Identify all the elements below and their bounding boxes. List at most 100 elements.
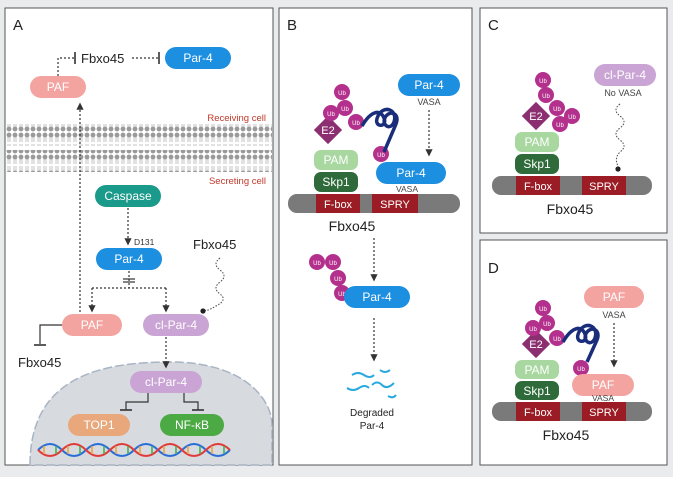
svg-text:Ub: Ub — [313, 261, 321, 267]
receiving-cell-label: Receiving cell — [207, 113, 266, 124]
svg-text:Ub: Ub — [377, 153, 385, 159]
fbxo45-squiggle — [203, 257, 225, 312]
b-par4-ub-label: Par-4 — [362, 290, 392, 304]
b-spry-label: SPRY — [380, 199, 410, 211]
svg-text:Ub: Ub — [553, 337, 561, 343]
nfkb-label: NF-κB — [175, 418, 209, 432]
svg-text:Ub: Ub — [338, 292, 346, 298]
c-e2 — [521, 101, 551, 131]
paf-receiving-node — [30, 76, 86, 98]
d131-label: D131 — [134, 237, 155, 247]
b-skp1-label: Skp1 — [322, 175, 350, 189]
top1-node — [68, 414, 130, 436]
svg-text:Ub: Ub — [556, 123, 564, 129]
fbxo45-free-label: Fbxo45 — [193, 237, 236, 252]
clpar4-node — [143, 314, 209, 336]
paf-secreted-node — [62, 314, 122, 336]
secreting-cell-label: Secreting cell — [209, 176, 266, 187]
d-ub-chain: Ub Ub Ub Ub Ub — [525, 300, 589, 376]
clpar4-nucleus-label: cl-Par-4 — [145, 375, 187, 389]
svg-text:Ub: Ub — [553, 107, 561, 113]
c-clpar4 — [594, 64, 656, 86]
caspase-label: Caspase — [104, 189, 152, 203]
b-pam-label: PAM — [323, 153, 348, 167]
c-clpar4-label: cl-Par-4 — [604, 68, 646, 82]
d-paf-bound — [572, 374, 634, 396]
paf-receiving-label: PAF — [47, 80, 69, 94]
par4-top-label: Par-4 — [183, 51, 213, 65]
d-skp1-label: Skp1 — [523, 384, 551, 398]
d-fbxo45-label: Fbxo45 — [543, 427, 590, 443]
panel-c: C F-box SPRY Fbxo45 Skp1 PAM E2 Ub Ub Ub… — [479, 7, 668, 234]
d-pam-label: PAM — [524, 363, 549, 377]
b-fbox-label: F-box — [324, 199, 353, 211]
c-fbox-label: F-box — [524, 181, 553, 193]
panel-d-label: D — [488, 260, 499, 277]
svg-text:Ub: Ub — [327, 112, 335, 118]
b-fbxo45-label: Fbxo45 — [329, 218, 376, 234]
b-vasa-bound-label: VASA — [396, 184, 418, 194]
c-pam — [515, 132, 559, 152]
svg-text:Ub: Ub — [542, 94, 550, 100]
b-pam — [314, 150, 358, 170]
panel-d: D F-box SPRY Fbxo45 Skp1 PAM E2 Ub Ub Ub… — [479, 239, 668, 466]
c-ub-chain: Ub Ub Ub Ub Ub — [535, 72, 580, 132]
fbxo45-top-label: Fbxo45 — [81, 51, 124, 66]
c-fbox — [516, 176, 560, 195]
svg-text:Ub: Ub — [543, 322, 551, 328]
c-e2-label: E2 — [529, 111, 542, 123]
nucleus — [29, 361, 273, 466]
panel-b-label: B — [287, 17, 297, 34]
b-par4-free — [398, 74, 460, 96]
paf-secreted-label: PAF — [81, 318, 103, 332]
b-degraded-fragments — [346, 369, 397, 399]
nfkb-node — [160, 414, 224, 436]
c-skp1-label: Skp1 — [523, 157, 551, 171]
svg-text:Ub: Ub — [341, 107, 349, 113]
b-degraded-par4-label: Par-4 — [360, 421, 385, 432]
par4-mid-node — [96, 248, 162, 270]
svg-text:Ub: Ub — [539, 307, 547, 313]
top1-label: TOP1 — [83, 418, 114, 432]
svg-text:Ub: Ub — [529, 327, 537, 333]
panel-a: A Receiving cell Secreting cell PAF Fbxo… — [4, 7, 274, 466]
b-vasa-free-label: VASA — [417, 97, 440, 107]
svg-text:Ub: Ub — [329, 261, 337, 267]
d-vasa-bound-label: VASA — [592, 393, 614, 403]
clpar4-label: cl-Par-4 — [155, 318, 197, 332]
par4-top-node — [165, 47, 231, 69]
d-spry-label: SPRY — [589, 407, 619, 419]
d-skp1 — [515, 381, 559, 400]
par4-mid-label: Par-4 — [114, 252, 144, 266]
svg-text:Ub: Ub — [568, 115, 576, 121]
c-pam-label: PAM — [524, 135, 549, 149]
b-par4-bound-label: Par-4 — [396, 166, 426, 180]
b-degraded-label: Degraded — [350, 408, 394, 419]
svg-text:Ub: Ub — [539, 79, 547, 85]
svg-text:Ub: Ub — [338, 91, 346, 97]
c-spry — [582, 176, 626, 195]
d-vasa-free-label: VASA — [602, 310, 625, 320]
d-paf-free — [584, 286, 644, 308]
d-pam — [515, 360, 559, 379]
d-e2-label: E2 — [529, 339, 542, 351]
svg-text:Ub: Ub — [352, 121, 360, 127]
panel-c-label: C — [488, 17, 499, 34]
d-spry — [582, 402, 626, 421]
fbxo45-bottom-label: Fbxo45 — [18, 355, 61, 370]
b-spry — [372, 194, 418, 213]
svg-text:Ub: Ub — [577, 367, 585, 373]
dna-helix — [37, 443, 231, 457]
b-fbox — [316, 194, 360, 213]
c-squiggle — [615, 103, 625, 167]
panel-b: B F-box SPRY Fbxo45 Skp1 PAM E2 Ub Ub Ub… — [278, 7, 473, 466]
d-fbox-label: F-box — [524, 407, 553, 419]
clpar4-nucleus-node — [130, 371, 202, 393]
b-par4-ub — [344, 286, 410, 308]
secreting-membrane — [6, 150, 272, 172]
b-par4-free-label: Par-4 — [414, 78, 444, 92]
b-e2-label: E2 — [321, 125, 334, 137]
d-linker — [561, 323, 600, 363]
receiving-membrane — [6, 124, 272, 146]
